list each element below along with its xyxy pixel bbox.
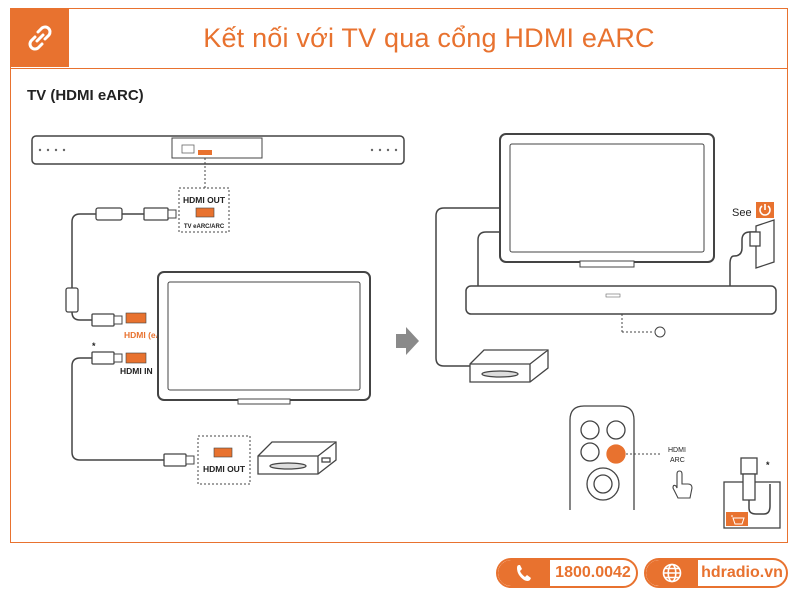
asterisk-label-2: * bbox=[766, 460, 770, 470]
hdmi-cable-earc bbox=[71, 213, 170, 321]
infographic-frame: Kết nối với TV qua cổng HDMI eARC TV (HD… bbox=[10, 8, 788, 543]
soundbar-left bbox=[31, 135, 405, 165]
hdmi-in-label: HDMI IN bbox=[120, 366, 153, 376]
link-badge bbox=[11, 9, 69, 67]
player-hdmi-out-port bbox=[197, 435, 251, 485]
phone-number: 1800.0042 bbox=[555, 564, 631, 581]
soundbar-right bbox=[465, 285, 777, 315]
tv-hdmi-in-port bbox=[125, 352, 147, 364]
media-player-right bbox=[469, 349, 549, 383]
hdmi-earc-label: HDMI (eARC) bbox=[124, 330, 177, 340]
hdmi-arc-label-line1: HDMI bbox=[668, 447, 686, 454]
remote-control bbox=[569, 405, 635, 510]
section-title: TV (HDMI eARC) bbox=[27, 87, 144, 104]
hand-pointer-icon bbox=[672, 470, 693, 499]
tv-hdmi-earc-port bbox=[125, 312, 147, 324]
link-icon bbox=[28, 25, 52, 51]
hdmi-arc-label-line2: ARC bbox=[670, 457, 685, 464]
tv-right bbox=[499, 133, 715, 268]
page-title: Kết nối với TV qua cổng HDMI eARC bbox=[203, 22, 655, 53]
phone-icon bbox=[517, 565, 531, 581]
hdmi-cable-player bbox=[71, 351, 195, 467]
status-led-indicator bbox=[654, 326, 666, 338]
tv-earc-arc-label: TV eARC/ARC bbox=[184, 224, 225, 230]
tv-left bbox=[157, 271, 371, 405]
website-link[interactable]: hdradio.vn bbox=[701, 564, 783, 581]
website-pill[interactable]: hdradio.vn bbox=[644, 558, 788, 588]
hdmi-out-top-label: HDMI OUT bbox=[183, 195, 226, 205]
hdmi-out-bottom-label: HDMI OUT bbox=[203, 464, 246, 474]
hdmi-cable-inset bbox=[723, 457, 781, 529]
header-bar: Kết nối với TV qua cổng HDMI eARC bbox=[11, 9, 787, 69]
hdmi-arc-button[interactable] bbox=[606, 444, 626, 464]
soundbar-hdmi-out-port bbox=[178, 187, 230, 233]
globe-icon bbox=[662, 563, 682, 583]
wall-outlet bbox=[749, 219, 775, 269]
power-icon bbox=[756, 202, 774, 218]
globe-icon-box bbox=[646, 560, 698, 586]
phone-pill[interactable]: 1800.0042 bbox=[496, 558, 638, 588]
phone-icon-box bbox=[498, 560, 550, 586]
hdmi-plug bbox=[65, 207, 177, 327]
see-label: See bbox=[732, 207, 752, 219]
arrow-right-icon bbox=[396, 327, 419, 355]
media-player-left bbox=[257, 441, 337, 475]
asterisk-label: * bbox=[92, 341, 96, 351]
